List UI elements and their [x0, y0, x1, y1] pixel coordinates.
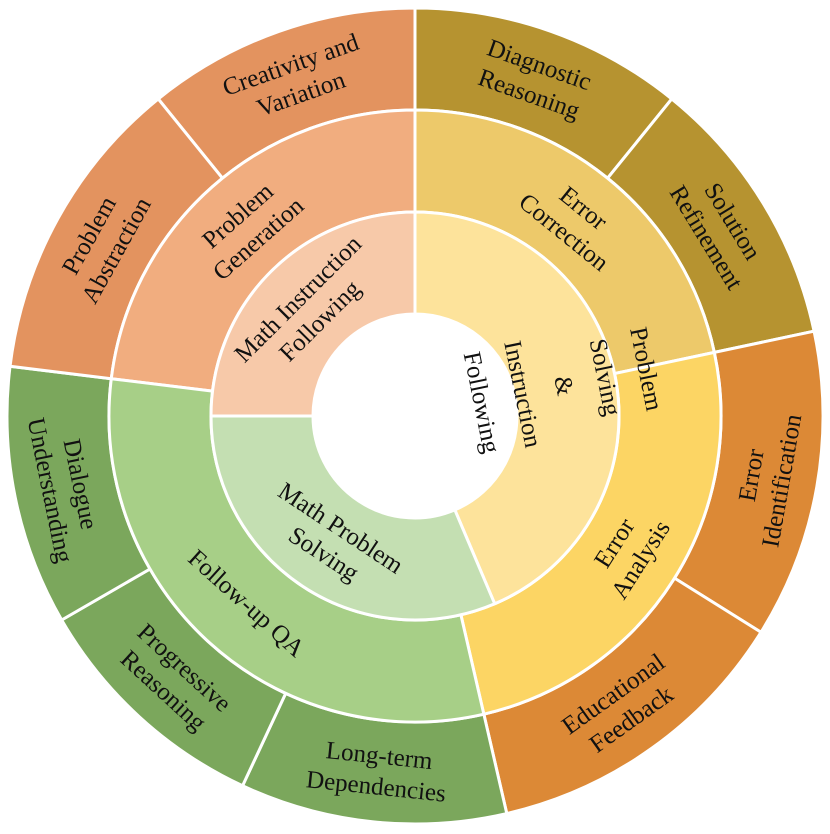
- wheel-segments: [5, 6, 825, 826]
- center-hole: [313, 314, 517, 518]
